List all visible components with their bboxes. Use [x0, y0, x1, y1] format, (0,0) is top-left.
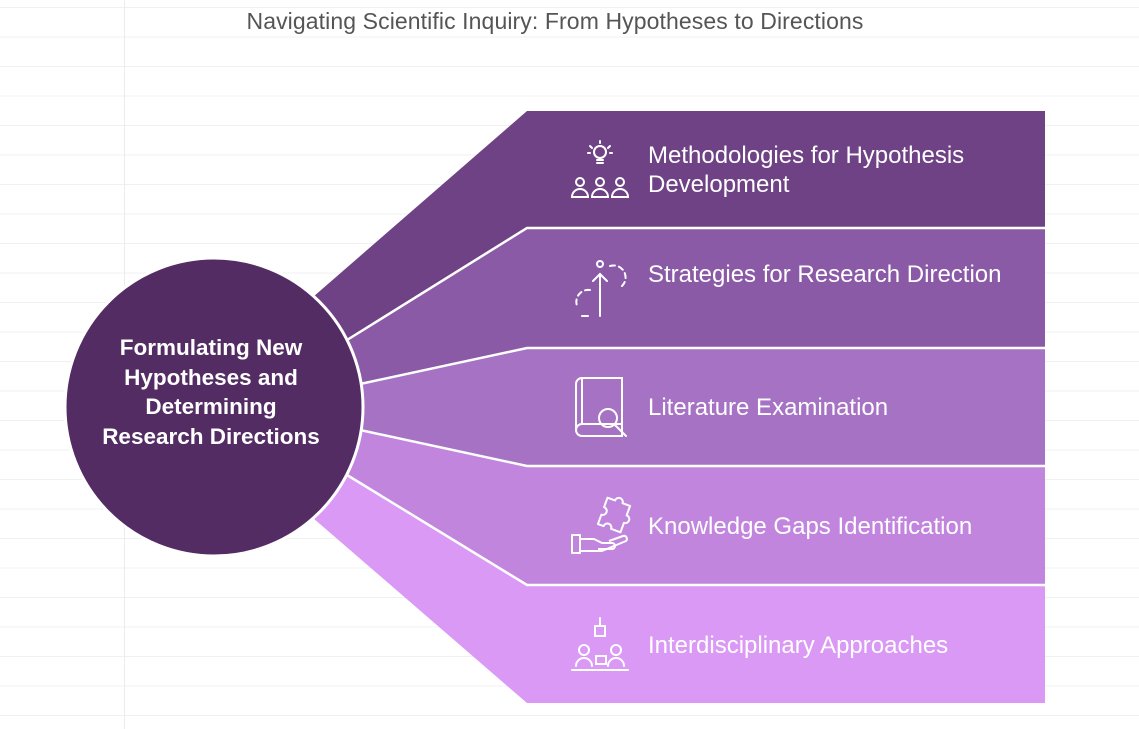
item-label-4: Knowledge Gaps Identification: [648, 513, 973, 540]
band-4: [347, 430, 1045, 585]
lightbulb-people-icon: [570, 140, 630, 198]
band-2: [347, 228, 1045, 384]
item-label-3: Literature Examination: [648, 394, 889, 421]
book-search-icon: [575, 377, 627, 437]
team-collaboration-icon: [571, 617, 629, 671]
direction-arrow-icon: [575, 260, 627, 317]
band-3: [360, 348, 1045, 466]
item-label-1: Methodologies for Hypothesis Development: [648, 142, 965, 198]
band-5: [313, 475, 1045, 703]
diagram-title: Navigating Scientific Inquiry: From Hypo…: [246, 8, 864, 34]
item-label-2: Strategies for Research Direction: [648, 261, 1002, 288]
band-1: [313, 111, 1045, 340]
center-circle: [63, 256, 365, 558]
center-label: Formulating New Hypotheses and Determini…: [102, 335, 320, 449]
puzzle-hand-icon: [571, 496, 632, 554]
item-label-5: Interdisciplinary Approaches: [648, 632, 949, 659]
